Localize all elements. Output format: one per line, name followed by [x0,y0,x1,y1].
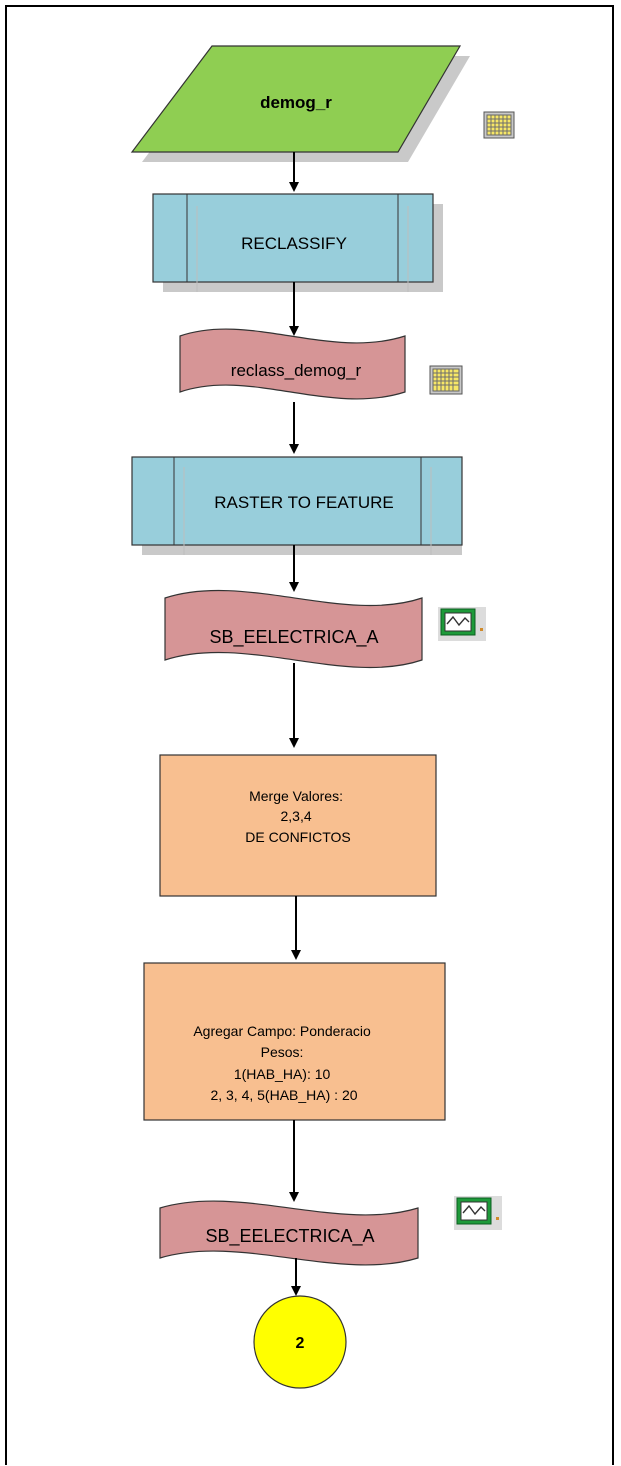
raster-grid-icon [483,111,515,139]
connector-label: 2 [296,1335,305,1352]
polygon-feature-icon [454,1196,502,1230]
merge-step-line: Merge Valores: [249,788,343,804]
feature-output-label-1: SB_EELECTRICA_A [209,627,378,648]
diagram-frame [5,5,614,1465]
raster-to-feature-label: RASTER TO FEATURE [214,493,393,512]
svg-text:Agregar Campo: Ponderacio: Agregar Campo: Ponderacio Pesos: 1(HAB_H… [193,1023,374,1103]
field-step-line: 2, 3, 4, 5(HAB_HA) : 20 [210,1087,357,1103]
feature-output-node-1: SB_EELECTRICA_A [164,589,423,669]
offpage-connector: 2 [253,1295,347,1389]
feature-output-node-2: SB_EELECTRICA_A [159,1200,419,1266]
merge-step-line: DE CONFICTOS [245,829,351,845]
raster-to-feature-process-node: RASTER TO FEATURE [131,456,463,555]
field-step-line: Pesos: [261,1044,304,1060]
reclassify-label: RECLASSIFY [241,234,347,253]
polygon-feature-icon [438,607,486,641]
field-step-line: Agregar Campo: Ponderacio [193,1023,371,1039]
reclassify-process-node: RECLASSIFY [152,193,443,292]
field-step-line: 1(HAB_HA): 10 [234,1066,331,1082]
reclass-output-node: reclass_demog_r [179,328,406,400]
merge-values-step-node: Merge Valores: 2,3,4 DE CONFICTOS [159,754,437,897]
add-field-step-node: Agregar Campo: Ponderacio Pesos: 1(HAB_H… [143,962,446,1121]
merge-step-line: 2,3,4 [280,808,311,824]
reclass-output-label: reclass_demog_r [231,361,362,380]
input-layer-node: demog_r [130,45,470,162]
svg-text:Merge Valores: 2,3,4: Merge Valores: 2,3,4 DE CONFICTOS [245,788,351,845]
raster-grid-icon [429,365,463,395]
input-layer-label: demog_r [260,93,332,112]
feature-output-label-2: SB_EELECTRICA_A [205,1226,374,1247]
